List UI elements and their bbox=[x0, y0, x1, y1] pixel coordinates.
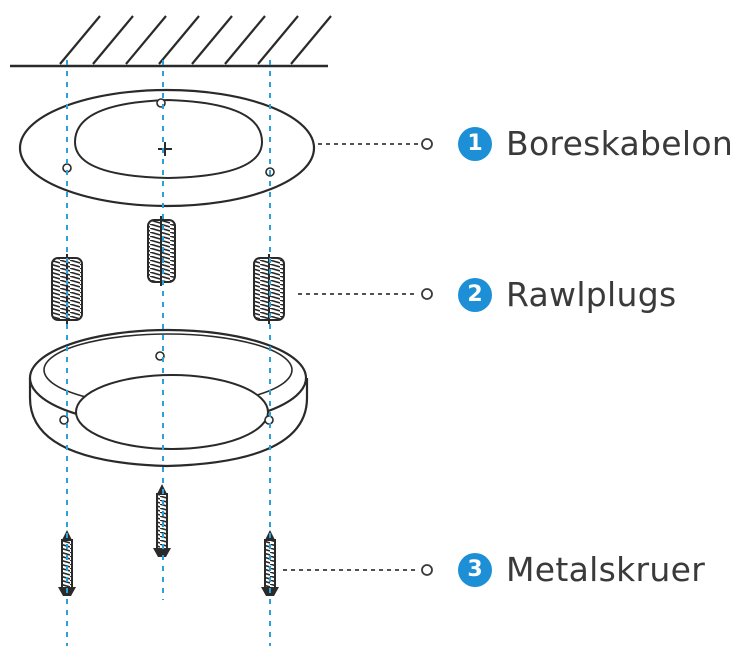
leader-end-3 bbox=[421, 564, 433, 576]
screw-right bbox=[261, 530, 279, 596]
mounting-base bbox=[28, 328, 309, 468]
leader-lines bbox=[283, 138, 433, 576]
screw-left bbox=[58, 530, 76, 596]
drilling-template bbox=[18, 88, 316, 208]
ceiling bbox=[10, 15, 332, 68]
leader-end-1 bbox=[421, 138, 433, 150]
callout-label-3: Metalskruer bbox=[506, 550, 706, 589]
callout-metal-screws: 3 Metalskruer bbox=[458, 550, 705, 589]
wall-plug-center bbox=[147, 216, 176, 286]
callout-drilling-template: 1 Boreskabelon bbox=[458, 124, 733, 163]
number-badge-1: 1 bbox=[458, 126, 492, 161]
metal-screws bbox=[58, 484, 279, 596]
callout-label-1: Boreskabelon bbox=[506, 124, 734, 163]
wall-plug-right bbox=[253, 254, 285, 324]
callout-label-2: Rawlplugs bbox=[506, 275, 677, 314]
wall-plugs bbox=[51, 216, 285, 324]
callout-wall-plugs: 2 Rawlplugs bbox=[458, 275, 676, 314]
leader-end-2 bbox=[421, 288, 433, 300]
alignment-guides bbox=[66, 60, 271, 646]
number-badge-3: 3 bbox=[458, 552, 492, 587]
number-badge-2: 2 bbox=[458, 277, 492, 312]
